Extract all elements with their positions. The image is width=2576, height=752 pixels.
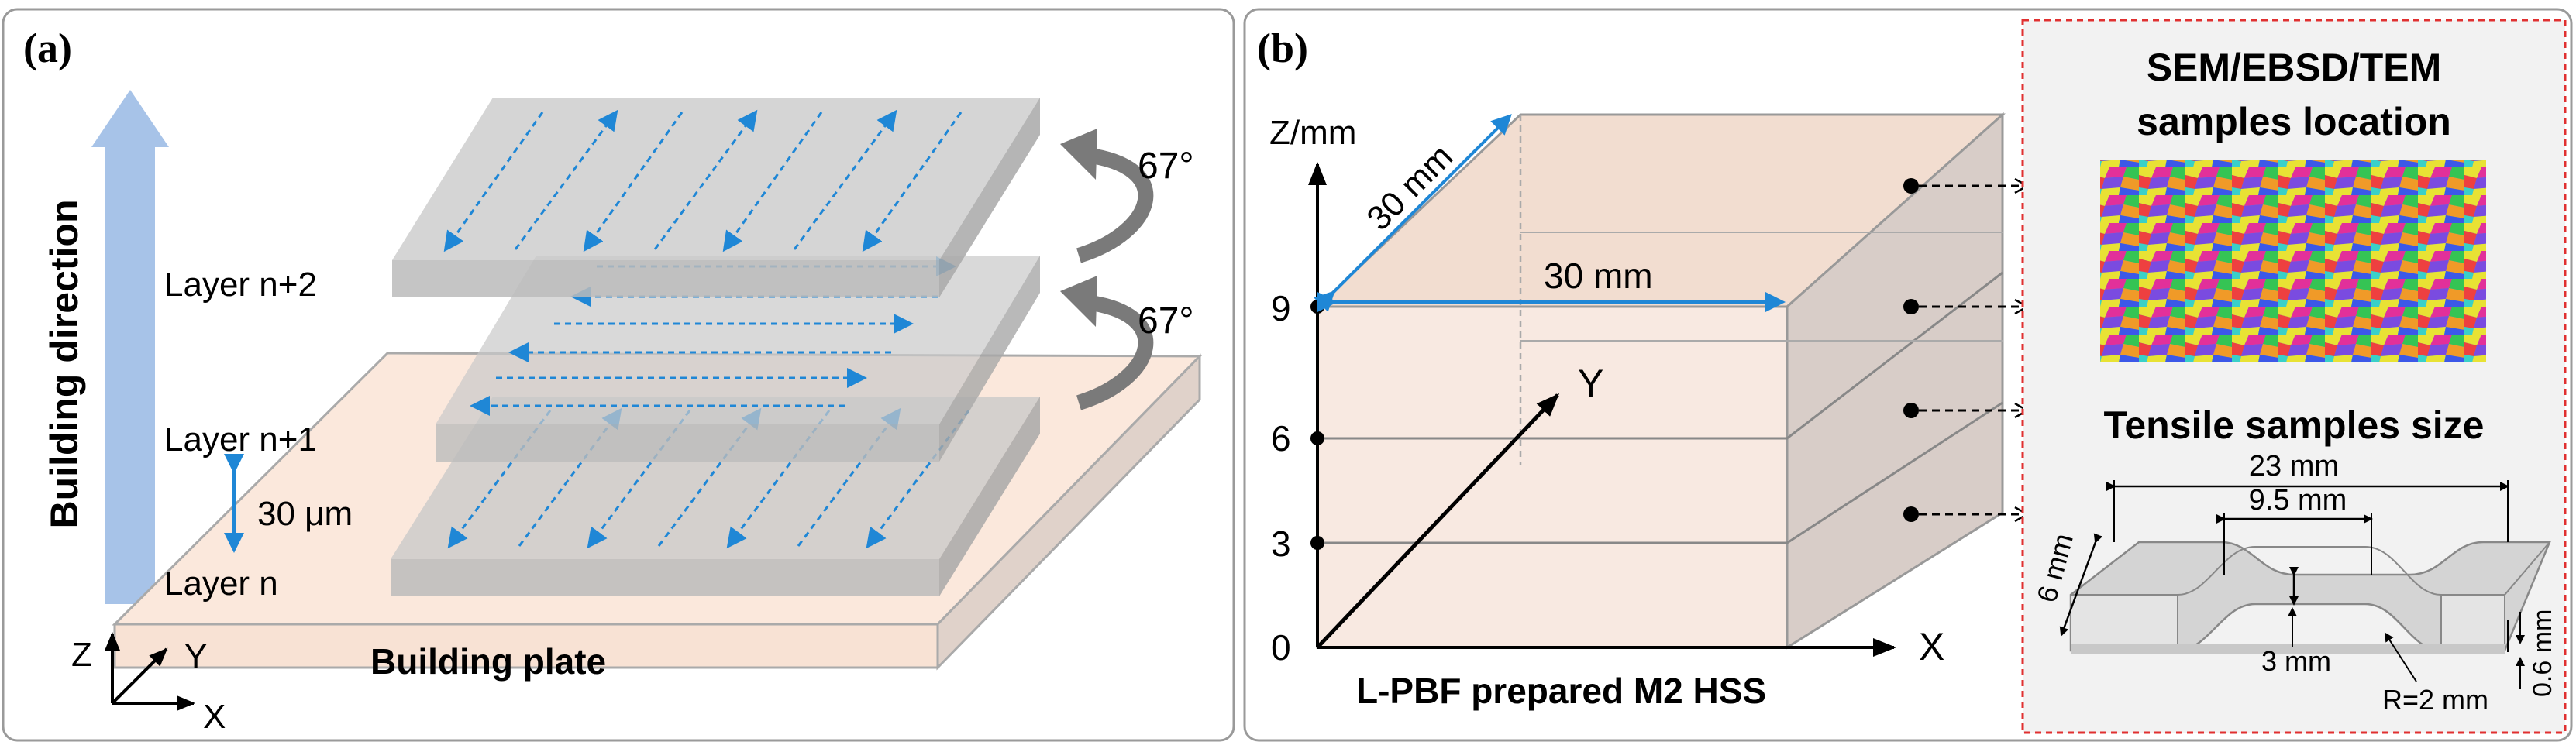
layer-n-label: Layer n: [164, 565, 278, 603]
dim-total-label: 23 mm: [2249, 450, 2339, 482]
depth-dimension-arrow: [1314, 114, 1512, 312]
layer-spacing-label: 30 μm: [257, 495, 353, 533]
scan-vectors-layer-n-plus-2: [443, 109, 963, 252]
rotation-angle-bottom: 67°: [1138, 300, 1194, 342]
panel-b-letter: (b): [1257, 25, 1308, 71]
dim-thickness-label: 0.6 mm: [2528, 609, 2557, 697]
sem-title-line2: samples location: [2137, 100, 2451, 143]
dim-gauge-label: 9.5 mm: [2249, 484, 2347, 517]
layer-n-plus-2-label: Layer n+2: [164, 266, 317, 304]
dim-gauge-width-label: 3 mm: [2261, 645, 2331, 677]
axis-z-label-a: Z: [71, 636, 92, 674]
coordinate-axes-a: [105, 632, 195, 711]
layer-n-plus-2: [392, 98, 1040, 297]
building-direction-arrow: [91, 90, 169, 604]
rotation-arrow-top: [1060, 129, 1154, 263]
x-axis-label-b: X: [1919, 625, 1944, 668]
axis-x-label-a: X: [203, 698, 226, 736]
tensile-title: Tensile samples size: [2104, 403, 2485, 447]
rotation-angle-top: 67°: [1138, 146, 1194, 187]
building-direction-label: Building direction: [43, 200, 86, 529]
sample-location-markers: [1903, 178, 2027, 522]
panel-b-caption: L-PBF prepared M2 HSS: [1356, 671, 1766, 711]
width-dimension-label: 30 mm: [1544, 256, 1653, 296]
dim-grip-width-arrow: [2059, 533, 2103, 637]
z-tick-3: 3: [1271, 524, 1291, 564]
sem-title-line1: SEM/EBSD/TEM: [2147, 46, 2442, 89]
z-tick-0: 0: [1271, 627, 1291, 668]
dim-radius-label: R=2 mm: [2382, 684, 2488, 716]
layer-n-plus-1-label: Layer n+1: [164, 421, 317, 458]
z-tick-6: 6: [1271, 418, 1291, 458]
y-axis-label-b: Y: [1578, 362, 1603, 405]
axis-y-label-a: Y: [184, 637, 207, 675]
panel-a-letter: (a): [23, 25, 72, 71]
dim-radius-leader: [2384, 632, 2417, 682]
rotation-arrow-bottom: [1060, 276, 1154, 410]
z-axis-label-b: Z/mm: [1269, 114, 1356, 152]
y-axis-b: [1316, 393, 1560, 649]
ebsd-map: [2100, 160, 2486, 362]
z-tick-9: 9: [1271, 288, 1291, 328]
building-plate-label: Building plate: [370, 641, 606, 682]
